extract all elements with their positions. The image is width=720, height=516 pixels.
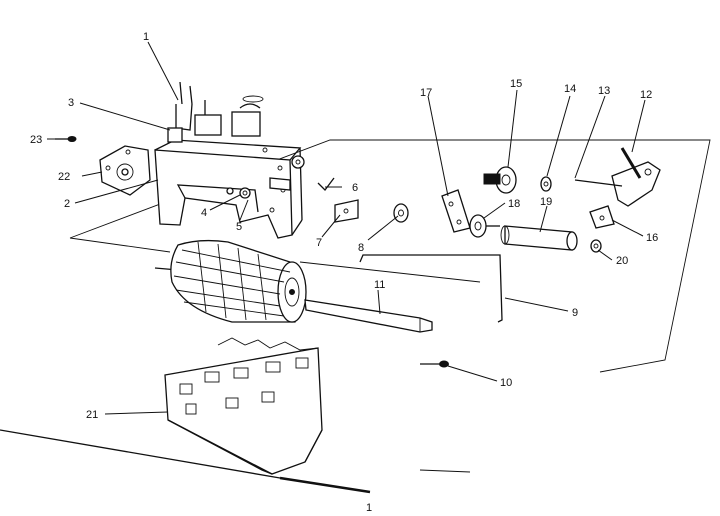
part-9-rod	[359, 254, 503, 323]
part-7-plate	[334, 199, 359, 223]
leader-lines	[47, 41, 646, 415]
part-19-tube	[500, 225, 578, 251]
part-8-washer	[393, 203, 409, 223]
rotor-armature	[154, 239, 433, 333]
part-20-washer	[590, 239, 602, 253]
part-14-washer	[540, 176, 552, 192]
callout-9: 9	[572, 307, 578, 319]
base-lines	[0, 429, 471, 494]
part-18-gear	[469, 214, 500, 238]
part-15-gear	[483, 166, 517, 194]
part-6-clip	[317, 177, 335, 191]
callout-10: 10	[500, 377, 512, 389]
part-22-plate	[99, 145, 151, 196]
callout-13: 13	[598, 85, 610, 97]
callout-5: 5	[236, 221, 242, 233]
callout-2: 2	[64, 198, 70, 210]
callout-16: 16	[646, 232, 658, 244]
part-23-screw	[55, 136, 77, 142]
part-17-bracket	[441, 189, 471, 233]
part-21-housing	[164, 337, 323, 475]
callout-15: 15	[510, 78, 522, 90]
callout-1: 1	[143, 31, 149, 43]
callout-19: 19	[540, 196, 552, 208]
motor-frame	[154, 81, 305, 239]
callout-6: 6	[352, 182, 358, 194]
callout-1-bottom: 1	[366, 502, 372, 514]
callout-12: 12	[640, 89, 652, 101]
part-13-lever	[574, 147, 661, 207]
callout-7: 7	[316, 237, 322, 249]
callout-8: 8	[358, 242, 364, 254]
callout-labels: 1 2 3 4 5 6 7 8 9 10 11 12 13 14 15 16 1…	[30, 31, 658, 514]
callout-14: 14	[564, 83, 576, 95]
callout-4: 4	[201, 207, 207, 219]
callout-3: 3	[68, 97, 74, 109]
callout-21: 21	[86, 409, 98, 421]
part-10-screw	[420, 360, 449, 368]
callout-20: 20	[616, 255, 628, 267]
callout-22: 22	[58, 171, 70, 183]
part-16-clip	[589, 205, 615, 229]
callout-11: 11	[374, 279, 385, 291]
callout-17: 17	[420, 87, 432, 99]
callout-23: 23	[30, 134, 42, 146]
callout-18: 18	[508, 198, 520, 210]
